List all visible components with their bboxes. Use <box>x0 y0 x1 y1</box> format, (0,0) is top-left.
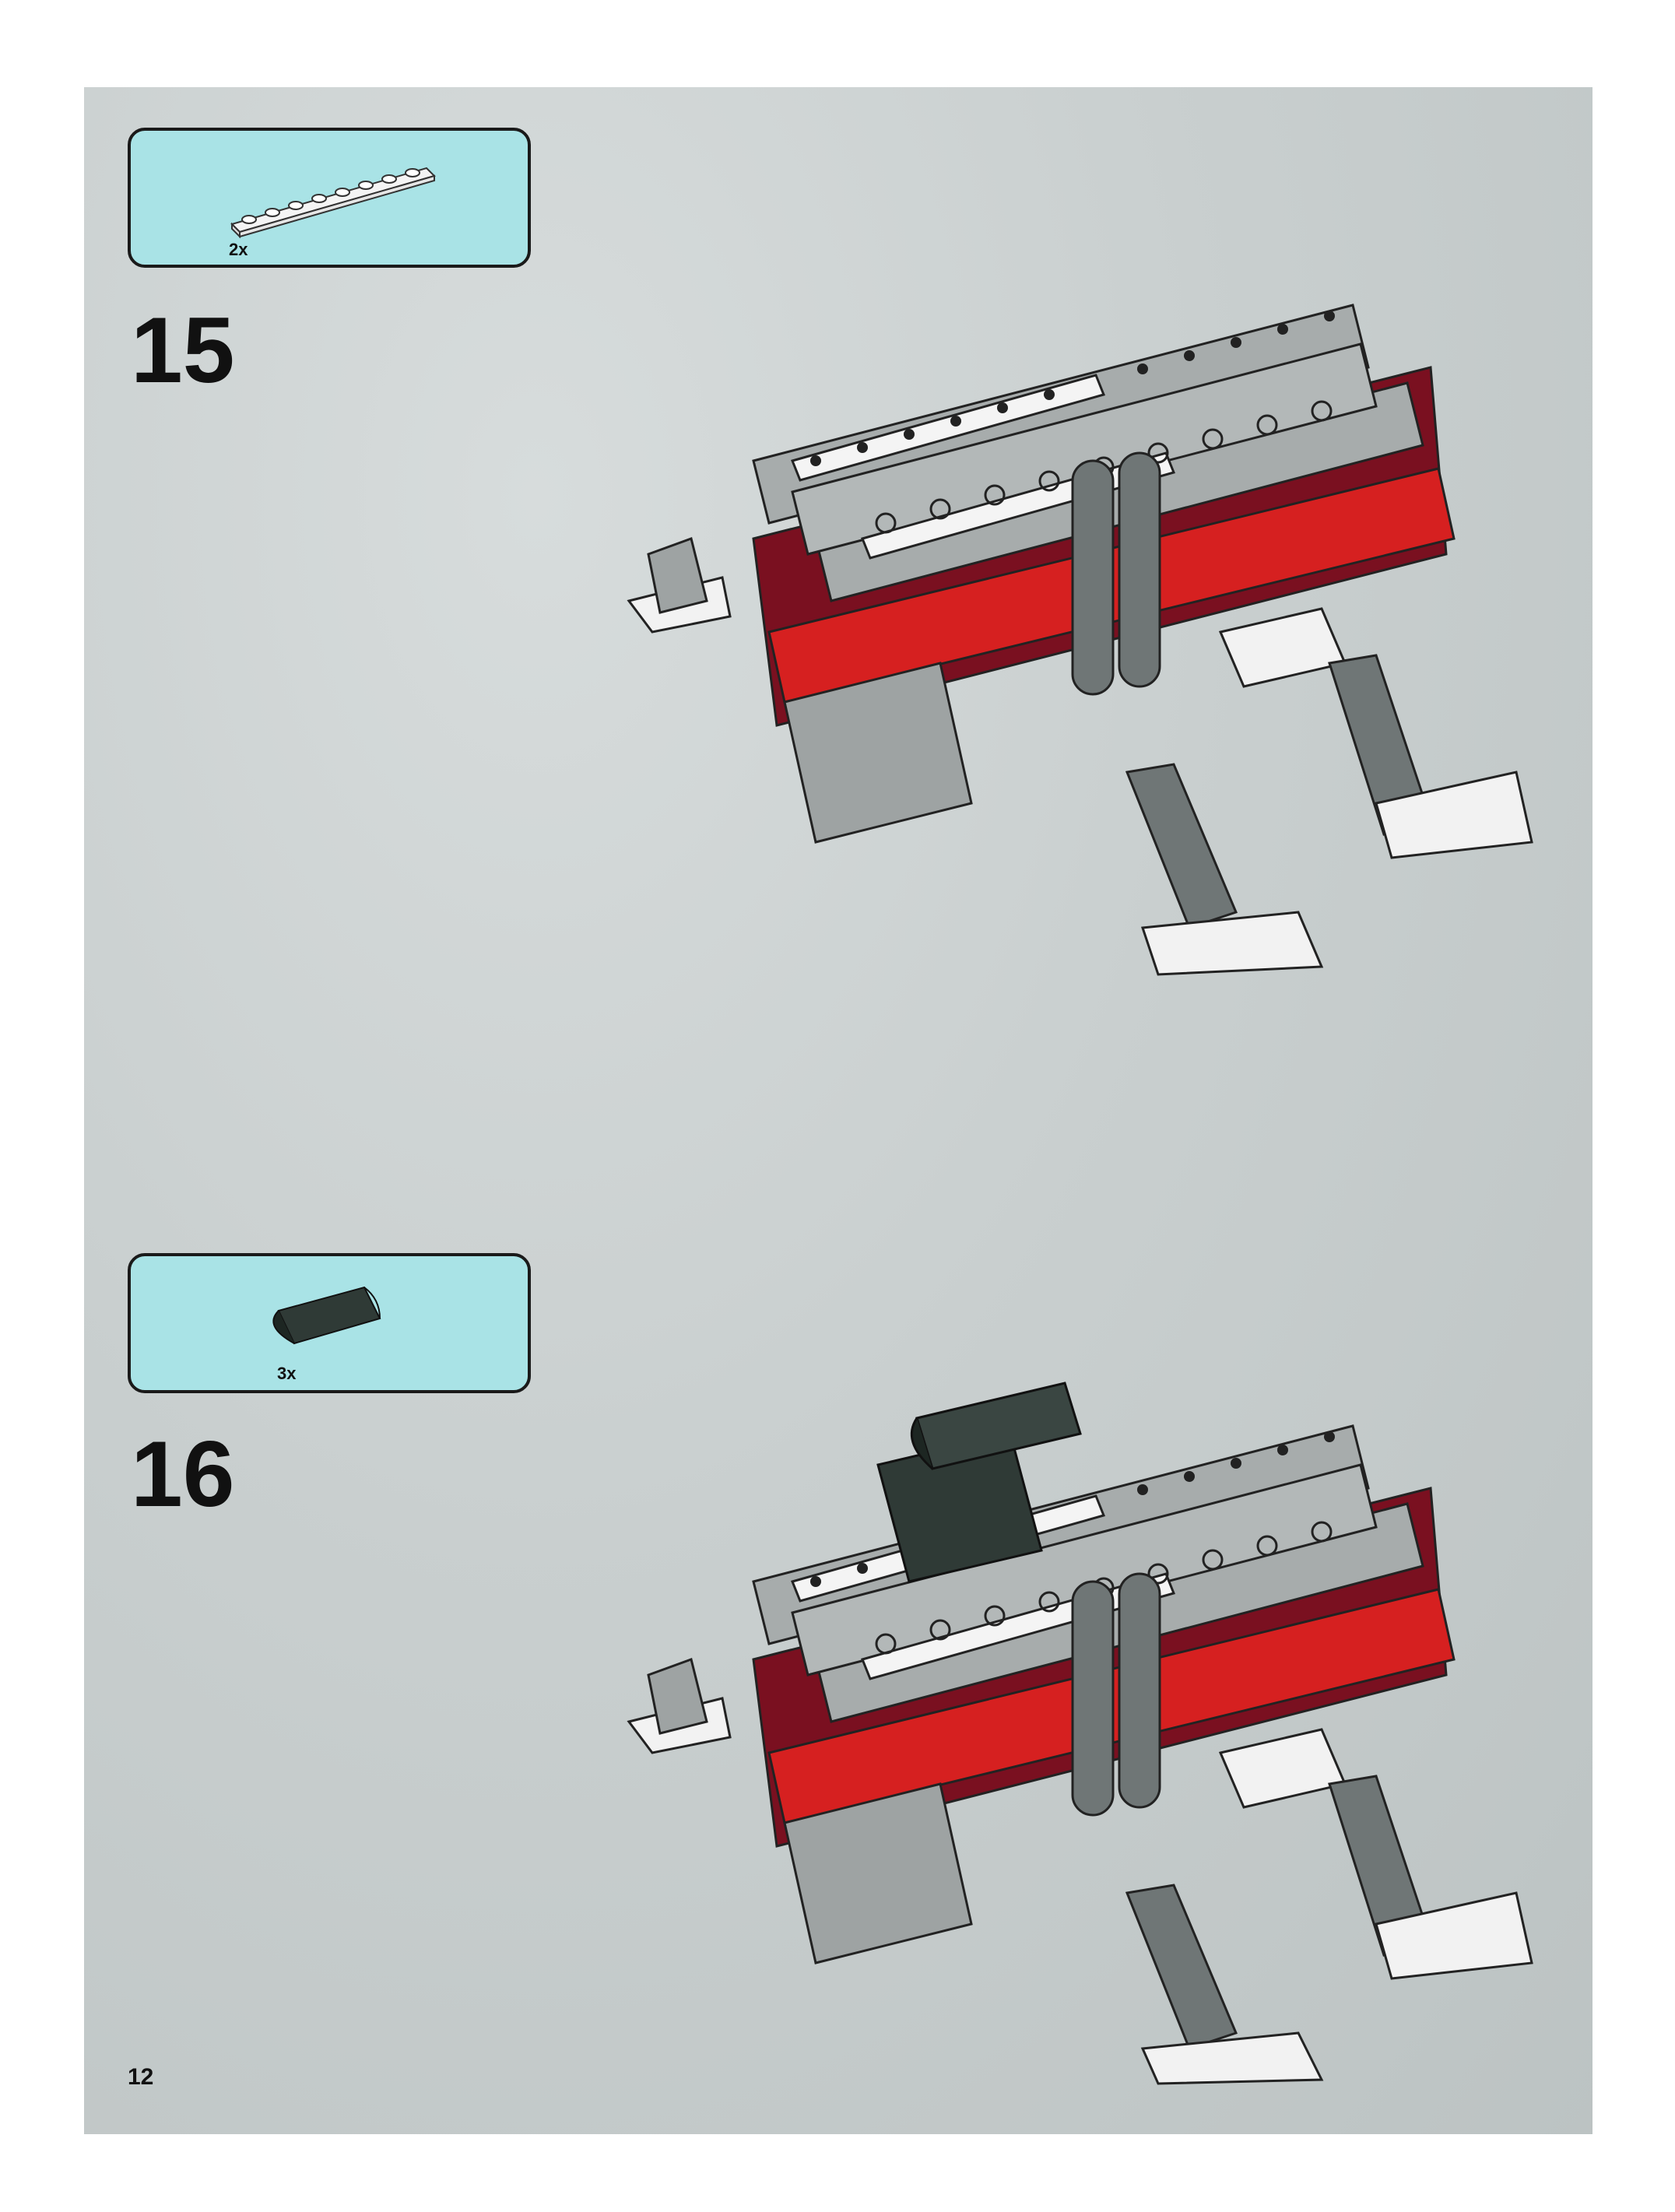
dark-grey-curved-slope-part-icon <box>272 1286 381 1345</box>
step-number-16: 16 <box>131 1422 235 1526</box>
part-quantity: 3x <box>277 1364 297 1383</box>
instruction-page: 2x 15 <box>84 87 1592 2134</box>
step-16-assembly-illustration <box>627 1382 1533 2085</box>
part-quantity: 2x <box>229 240 248 259</box>
parts-callout-step-16: 3x <box>128 1253 531 1393</box>
parts-callout-step-15: 2x <box>128 128 531 268</box>
page-number: 12 <box>128 2064 154 2090</box>
step-number-15: 15 <box>131 298 235 402</box>
step-15-assembly-illustration <box>627 304 1533 976</box>
white-plate-part-icon <box>230 167 436 239</box>
